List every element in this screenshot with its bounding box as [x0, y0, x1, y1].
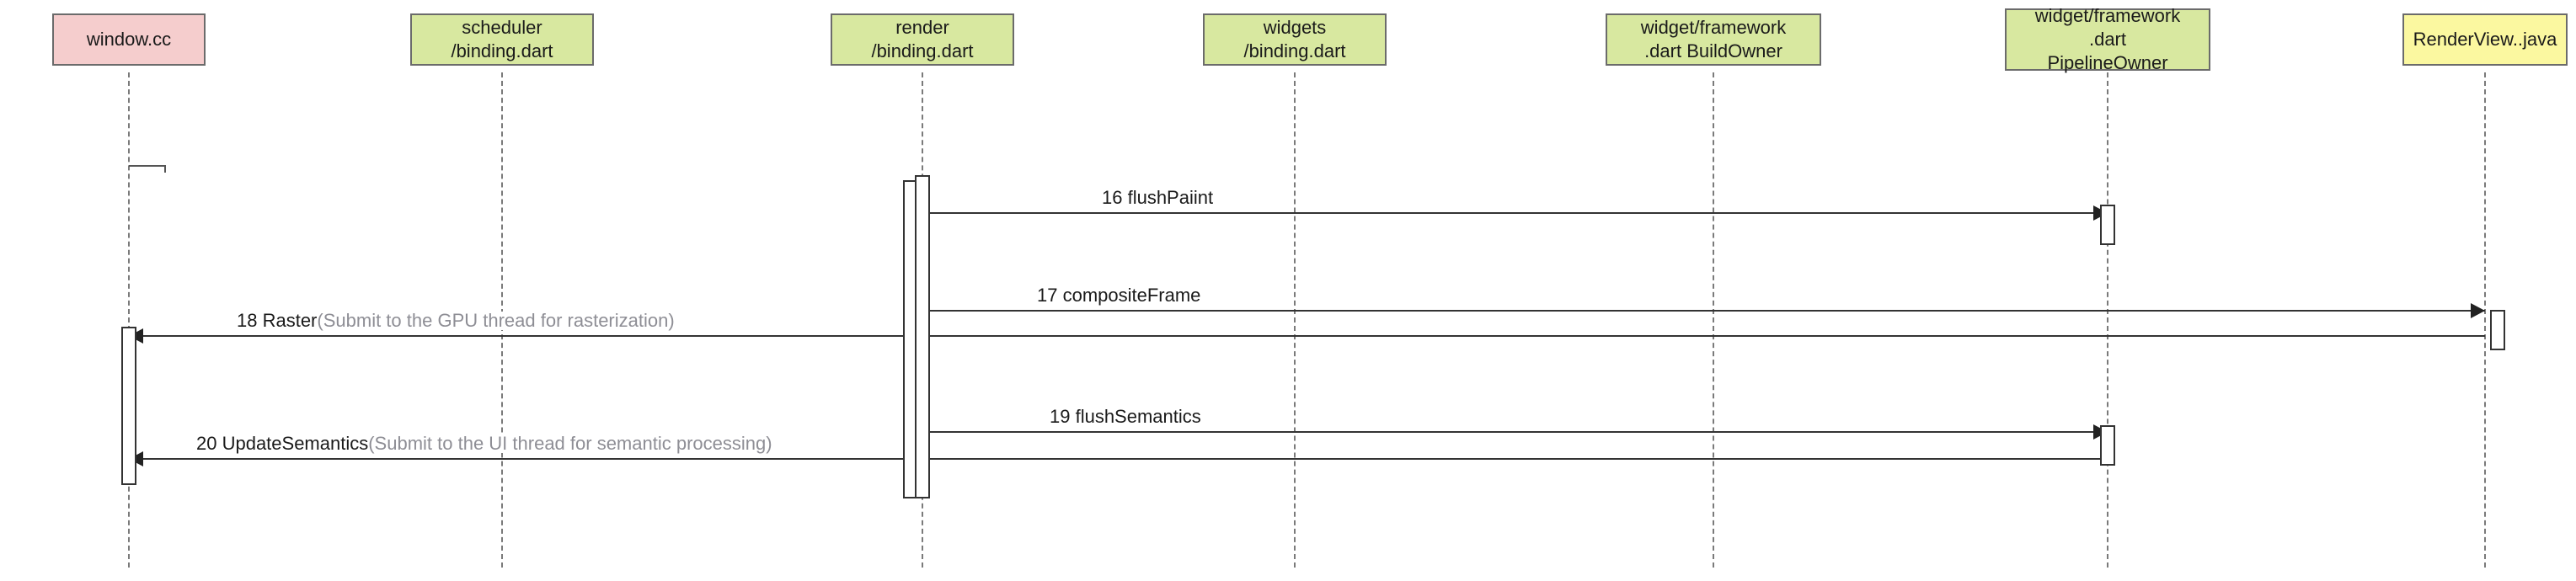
participant-render[interactable]: render /binding.dart — [831, 13, 1014, 66]
lifeline-buildowner — [1713, 72, 1714, 568]
message-line-18 — [129, 335, 2485, 337]
participant-label-render: render /binding.dart — [871, 16, 974, 61]
participant-buildowner[interactable]: widget/framework .dart BuildOwner — [1606, 13, 1821, 66]
lifeline-widgets — [1294, 72, 1296, 568]
message-line-17 — [922, 310, 2485, 312]
message-label-20: 20 UpdateSemantics(Submit to the UI thre… — [194, 434, 775, 453]
lifeline-window — [128, 72, 130, 568]
participant-pipelineowner[interactable]: widget/framework .dart PipelineOwner — [2005, 5, 2210, 73]
participant-label-renderview: RenderView..java — [2413, 28, 2557, 50]
message-note-18: (Submit to the GPU thread for rasterizat… — [317, 310, 675, 331]
participant-label-buildowner: widget/framework .dart BuildOwner — [1640, 16, 1787, 61]
arrowhead-right-17 — [2471, 303, 2485, 318]
participant-window[interactable]: window.cc — [52, 13, 206, 66]
participant-label-pipelineowner: widget/framework .dart PipelineOwner — [2034, 4, 2181, 74]
message-line-16 — [922, 212, 2108, 214]
message-label-19: 19 flushSemantics — [1047, 408, 1204, 426]
participant-label-scheduler: scheduler /binding.dart — [451, 16, 553, 61]
message-text-19: 19 flushSemantics — [1050, 406, 1201, 427]
message-text-16: 16 flushPaiint — [1102, 187, 1214, 208]
participant-renderview[interactable]: RenderView..java — [2402, 13, 2568, 66]
message-note-20: (Submit to the UI thread for semantic pr… — [368, 433, 772, 454]
activation-bar-window-0 — [121, 327, 136, 485]
lifeline-renderview — [2484, 72, 2486, 568]
participant-scheduler[interactable]: scheduler /binding.dart — [410, 13, 594, 66]
activation-bar-pipelineowner-4 — [2100, 425, 2115, 466]
message-line-20 — [129, 458, 2108, 460]
message-text-17: 17 compositeFrame — [1037, 285, 1201, 306]
lifeline-pipelineowner — [2107, 72, 2108, 568]
participant-widgets[interactable]: widgets /binding.dart — [1203, 13, 1387, 66]
participant-label-widgets: widgets /binding.dart — [1243, 16, 1346, 61]
message-text-20: 20 UpdateSemantics — [196, 433, 369, 454]
activation-bar-render-2 — [915, 175, 930, 498]
return-hook-window — [129, 165, 166, 173]
activation-bar-renderview-5 — [2490, 310, 2505, 350]
message-label-18: 18 Raster(Submit to the GPU thread for r… — [234, 312, 677, 330]
activation-bar-pipelineowner-3 — [2100, 205, 2115, 245]
message-line-19 — [922, 431, 2108, 433]
message-text-18: 18 Raster — [237, 310, 318, 331]
message-label-16: 16 flushPaiint — [1099, 189, 1216, 207]
message-label-17: 17 compositeFrame — [1034, 285, 1204, 306]
participant-label-window: window.cc — [86, 28, 172, 50]
